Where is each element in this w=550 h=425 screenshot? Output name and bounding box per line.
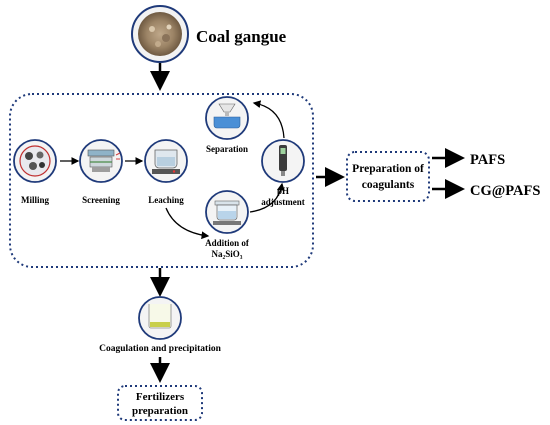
- separation-label: Separation: [206, 144, 248, 154]
- arrow-leaching-addition: [165, 207, 210, 240]
- leaching-step: Leaching: [144, 139, 188, 205]
- coagulation-step: Coagulation and precipitation: [99, 296, 222, 354]
- coagulants-box: Preparation of coagulants: [346, 151, 430, 202]
- fertilizers-line2: preparation: [132, 405, 188, 417]
- addition-step: Addition of Na₂SiO₃: [205, 190, 250, 259]
- ph-step: pH adjustment: [261, 139, 305, 207]
- screening-label: Screening: [82, 195, 120, 205]
- ph-label-line2: adjustment: [261, 197, 305, 207]
- fertilizers-box: Fertilizers preparation: [117, 385, 203, 421]
- milling-step: Milling: [13, 139, 57, 205]
- coagulants-line2: coagulants: [362, 179, 415, 191]
- leaching-label: Leaching: [148, 195, 184, 205]
- coal-gangue-node: Coal gangue: [131, 5, 287, 63]
- product-pafs: PAFS: [470, 152, 505, 168]
- process-box: [9, 93, 314, 268]
- arrow-addition-ph: [249, 182, 285, 213]
- addition-formula: Na₂SiO₃: [212, 249, 243, 259]
- addition-label: Addition of: [205, 238, 250, 248]
- ph-label: pH: [277, 186, 289, 196]
- fertilizers-line1: Fertilizers: [136, 391, 185, 403]
- arrow-ph-separation: [252, 100, 285, 139]
- coal-gangue-label: Coal gangue: [196, 27, 287, 46]
- coal-pile-icon: [138, 12, 182, 56]
- separation-step: Separation: [205, 96, 249, 154]
- coagulation-label: Coagulation and precipitation: [99, 344, 221, 354]
- product-cg-pafs: CG@PAFS: [470, 183, 540, 199]
- milling-label: Milling: [21, 195, 50, 205]
- coagulants-line1: Preparation of: [352, 163, 424, 175]
- screening-step: Screening: [79, 139, 123, 205]
